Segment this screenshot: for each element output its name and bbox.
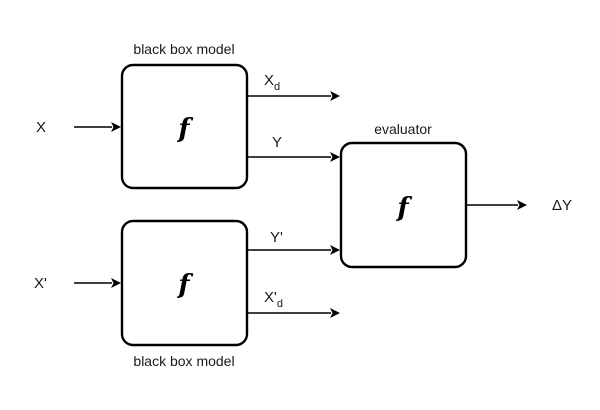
bottom-side-output-subscript: d	[277, 298, 283, 310]
top-side-output-label: Xd	[264, 72, 280, 93]
bottom-side-output-connector: X'd	[247, 289, 340, 318]
top-model-caption: black box model	[133, 41, 234, 57]
bottom-side-output-label: X'd	[264, 289, 283, 310]
bottom-input-label: X'	[34, 275, 47, 292]
top-side-output-connector: Xd	[247, 72, 340, 101]
evaluator-output-connector: ΔY	[466, 197, 572, 214]
top-main-output-arrowhead	[330, 152, 340, 162]
bottom-input-connector: X'	[34, 275, 121, 292]
evaluator-function-symbol: f	[395, 193, 412, 223]
evaluator-output-label: ΔY	[552, 197, 572, 214]
bottom-main-output-arrowhead	[330, 245, 340, 255]
bottom-side-output-base: X'	[264, 289, 277, 306]
top-input-arrowhead	[111, 122, 121, 132]
bottom-model: f black box model	[120, 219, 249, 369]
bottom-model-caption: black box model	[133, 353, 234, 369]
bottom-main-output-label: Y'	[270, 229, 283, 246]
top-side-output-subscript: d	[274, 81, 280, 93]
top-main-output-connector: Y	[247, 134, 340, 162]
top-model-function-symbol: f	[176, 114, 193, 144]
top-model: black box model f	[120, 41, 249, 190]
top-side-output-base: X	[264, 72, 274, 89]
evaluator-output-arrowhead	[517, 200, 527, 210]
top-main-output-label: Y	[272, 134, 282, 151]
top-model-box	[120, 63, 249, 190]
top-input-label: X	[36, 119, 46, 136]
bottom-model-function-symbol: f	[176, 270, 193, 300]
bottom-side-output-arrowhead	[330, 308, 340, 318]
evaluator-caption: evaluator	[374, 121, 432, 137]
top-input-connector: X	[36, 119, 121, 136]
top-side-output-arrowhead	[330, 91, 340, 101]
bottom-input-arrowhead	[111, 278, 121, 288]
bottom-model-box	[120, 219, 249, 347]
bottom-main-output-connector: Y'	[247, 229, 340, 255]
evaluator: evaluator f	[339, 121, 468, 269]
